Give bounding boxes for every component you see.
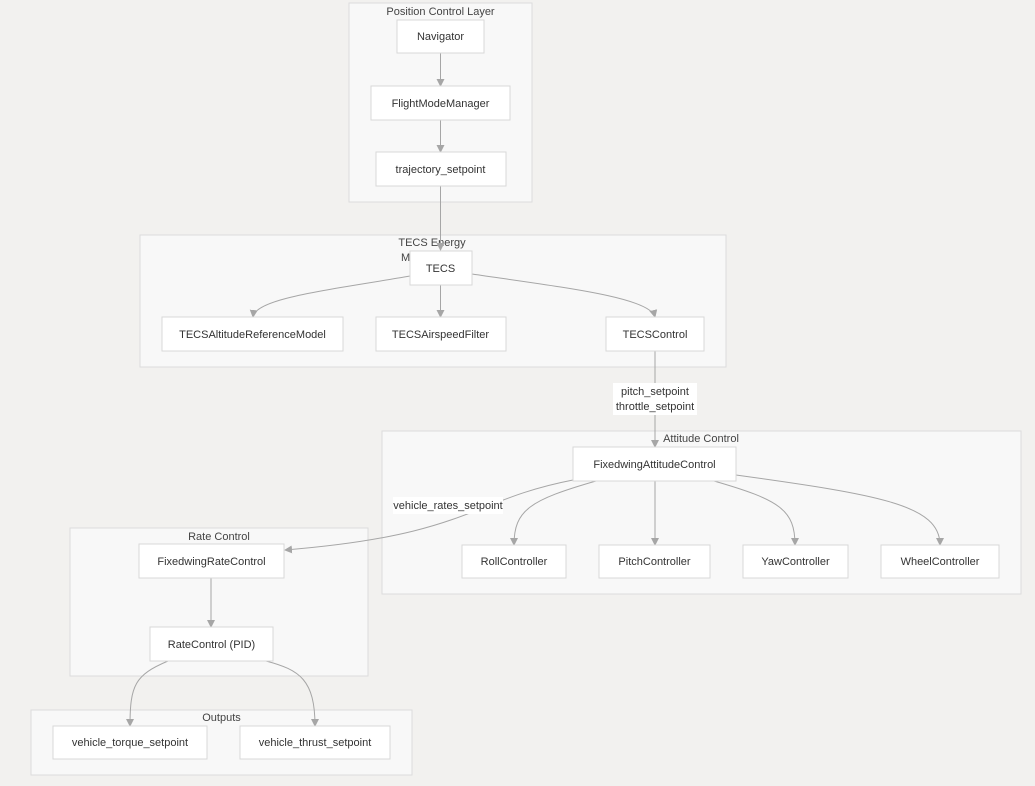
node-label-fixedwing-attitude-control: FixedwingAttitudeControl — [593, 459, 715, 471]
edge-tecs-to-altitude-model — [249, 275, 411, 318]
node-label-pitch-controller: PitchController — [618, 556, 690, 568]
node-tecs[interactable]: TECS — [409, 250, 473, 286]
node-label-roll-controller: RollController — [481, 556, 548, 568]
edge-label-throttle-setpoint: throttle_setpoint — [616, 401, 694, 413]
edge-ratepid-to-torque — [126, 660, 169, 727]
edge-tecs-to-tecscontrol — [471, 273, 658, 318]
node-yaw-controller[interactable]: YawController — [742, 544, 849, 579]
edge-attitude-to-wheel — [735, 474, 944, 546]
node-label-tecs-control: TECSControl — [623, 329, 688, 341]
node-label-navigator: Navigator — [417, 31, 464, 43]
node-tecs-airspeed-filter[interactable]: TECSAirspeedFilter — [375, 316, 507, 352]
node-vehicle-thrust-setpoint[interactable]: vehicle_thrust_setpoint — [239, 725, 391, 760]
cluster-label-outputs: Outputs — [202, 712, 241, 724]
node-fixedwing-attitude-control[interactable]: FixedwingAttitudeControl — [572, 446, 737, 482]
node-flightmodemanager[interactable]: FlightModeManager — [370, 85, 511, 121]
node-label-wheel-controller: WheelController — [901, 556, 980, 568]
node-label-yaw-controller: YawController — [761, 556, 830, 568]
edges — [126, 53, 944, 727]
edge-label-vehicle-rates: vehicle_rates_setpoint — [393, 497, 503, 514]
node-vehicle-torque-setpoint[interactable]: vehicle_torque_setpoint — [52, 725, 208, 760]
edge-label-vehicle-rates-setpoint: vehicle_rates_setpoint — [393, 500, 502, 512]
node-label-vehicle-thrust-setpoint: vehicle_thrust_setpoint — [259, 737, 372, 749]
cluster-label-attitude-control: Attitude Control — [663, 433, 739, 445]
node-wheel-controller[interactable]: WheelController — [880, 544, 1000, 579]
node-pitch-controller[interactable]: PitchController — [598, 544, 711, 579]
node-label-fixedwing-rate-control: FixedwingRateControl — [157, 556, 265, 568]
node-tecs-control[interactable]: TECSControl — [605, 316, 705, 352]
edge-attitude-to-roll — [510, 480, 597, 546]
edge-label-pitch-setpoint: pitch_setpoint — [621, 386, 689, 398]
node-label-tecs-airspeed-filter: TECSAirspeedFilter — [392, 329, 490, 341]
edge-label-pitch-throttle: pitch_setpoint throttle_setpoint — [613, 383, 697, 415]
node-navigator[interactable]: Navigator — [396, 19, 485, 54]
node-label-tecs-altitude-reference-model: TECSAltitudeReferenceModel — [179, 329, 326, 341]
edge-attitude-to-yaw — [713, 480, 799, 546]
node-label-trajectory-setpoint: trajectory_setpoint — [396, 164, 486, 176]
node-label-vehicle-torque-setpoint: vehicle_torque_setpoint — [72, 737, 188, 749]
node-label-tecs: TECS — [426, 263, 455, 275]
node-tecs-altitude-reference-model[interactable]: TECSAltitudeReferenceModel — [161, 316, 344, 352]
node-roll-controller[interactable]: RollController — [461, 544, 567, 579]
edge-attitude-to-ratecontrol — [284, 479, 574, 554]
cluster-label-position-control: Position Control Layer — [386, 6, 495, 18]
node-label-rate-control-pid: RateControl (PID) — [168, 639, 255, 651]
cluster-label-tecs-energy-line2: M — [401, 252, 410, 264]
edge-ratepid-to-thrust — [265, 660, 319, 727]
node-rate-control-pid[interactable]: RateControl (PID) — [149, 626, 274, 662]
node-fixedwing-rate-control[interactable]: FixedwingRateControl — [138, 543, 285, 579]
node-trajectory-setpoint[interactable]: trajectory_setpoint — [375, 151, 507, 187]
cluster-label-tecs-energy-line1: TECS Energy — [398, 237, 466, 249]
node-label-flightmodemanager: FlightModeManager — [392, 98, 490, 110]
cluster-label-rate-control: Rate Control — [188, 531, 250, 543]
